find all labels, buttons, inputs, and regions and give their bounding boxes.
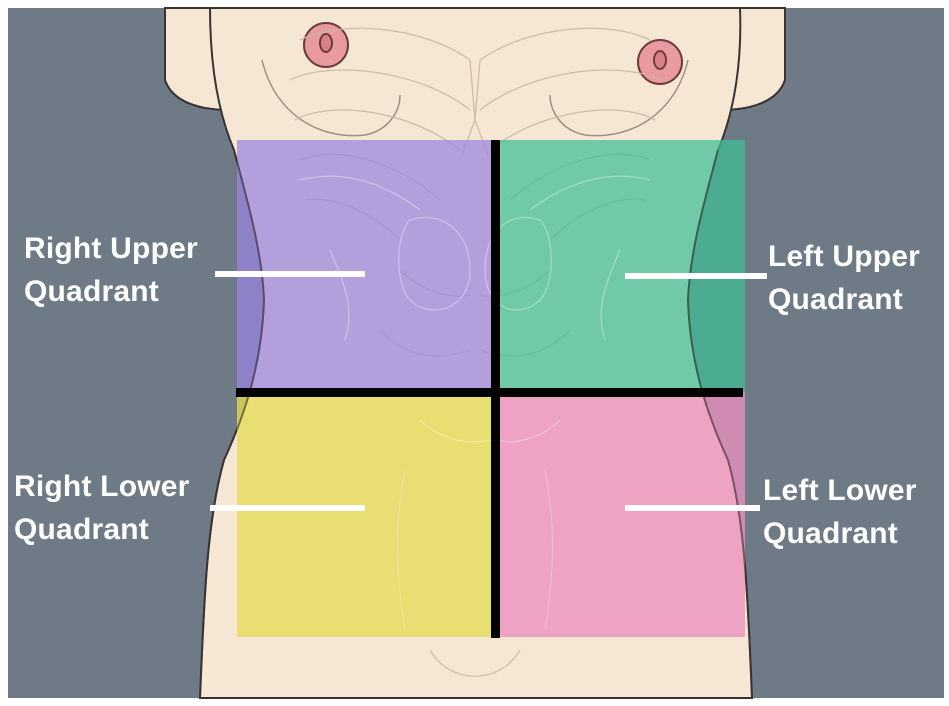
right-upper-label-line1: Right Upper xyxy=(24,227,198,270)
right-lower-quadrant-label: Right Lower Quadrant xyxy=(14,465,190,551)
right-upper-pointer-line xyxy=(215,271,365,277)
right-upper-quadrant-area xyxy=(237,140,495,392)
left-upper-quadrant-label: Left Upper Quadrant xyxy=(768,235,920,321)
left-lower-pointer-line xyxy=(625,505,760,511)
right-lower-pointer-line xyxy=(210,505,365,511)
right-upper-label-line2: Quadrant xyxy=(24,270,198,313)
left-upper-label-line1: Left Upper xyxy=(768,235,920,278)
left-lower-label-line2: Quadrant xyxy=(763,512,917,555)
left-lower-quadrant-area xyxy=(495,392,745,637)
right-lower-label-line2: Quadrant xyxy=(14,508,190,551)
left-lower-quadrant-label: Left Lower Quadrant xyxy=(763,469,917,555)
right-lower-label-line1: Right Lower xyxy=(14,465,190,508)
left-lower-label-line1: Left Lower xyxy=(763,469,917,512)
right-upper-quadrant-label: Right Upper Quadrant xyxy=(24,227,198,313)
left-upper-label-line2: Quadrant xyxy=(768,278,920,321)
left-upper-pointer-line xyxy=(625,273,767,279)
right-lower-quadrant-area xyxy=(237,392,495,637)
horizontal-divider-line xyxy=(236,388,743,397)
left-upper-quadrant-area xyxy=(495,140,745,392)
